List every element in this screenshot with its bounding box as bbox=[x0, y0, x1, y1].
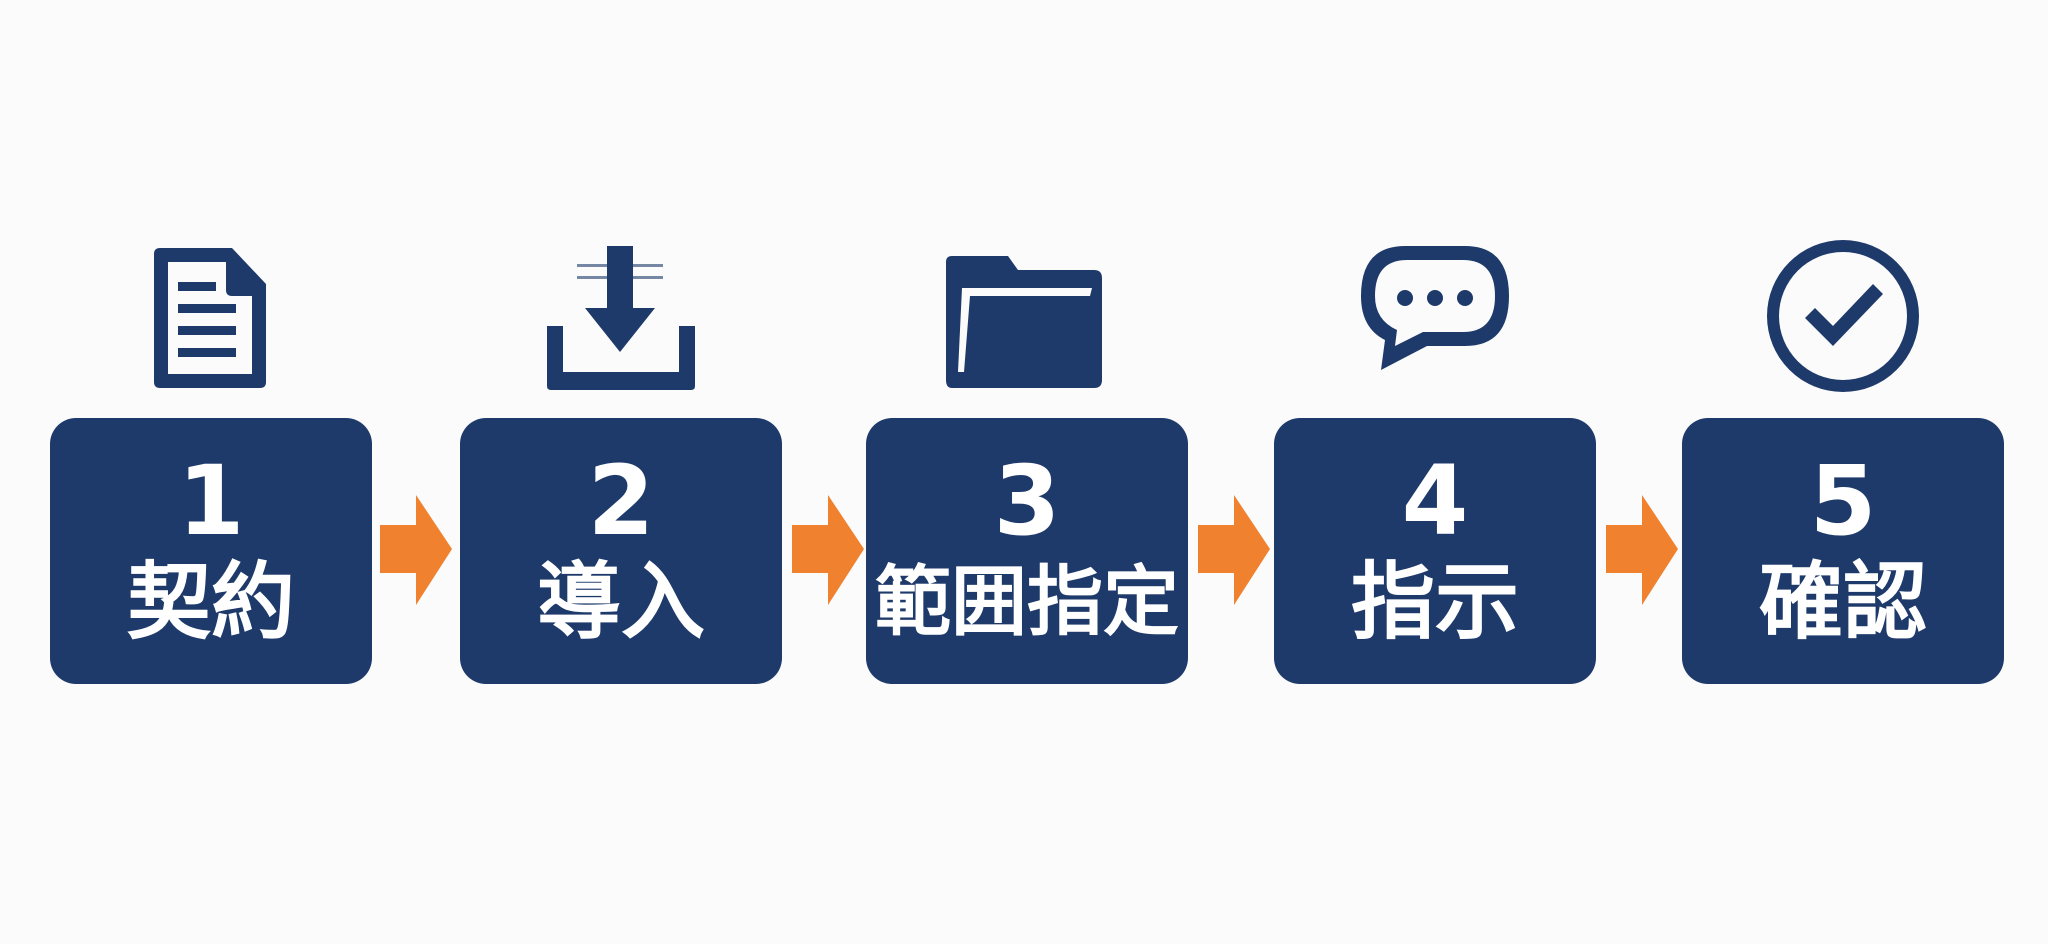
arrow-2-to-3 bbox=[790, 493, 866, 609]
arrow-right-icon bbox=[380, 495, 452, 605]
step-1-box: 1 契約 bbox=[50, 418, 372, 684]
step-2-box: 2 導入 bbox=[460, 418, 782, 684]
step-2-number: 2 bbox=[587, 445, 655, 557]
arrow-4-to-5 bbox=[1604, 493, 1680, 609]
step-5-box: 5 確認 bbox=[1682, 418, 2004, 684]
step-1-icon-area bbox=[50, 240, 372, 396]
step-4-number: 4 bbox=[1401, 445, 1469, 557]
check-circle-icon bbox=[1767, 240, 1919, 392]
document-icon bbox=[154, 248, 266, 388]
step-1-number: 1 bbox=[177, 445, 245, 557]
arrow-1-to-2 bbox=[378, 493, 454, 609]
step-5-label: 確認 bbox=[1758, 553, 1927, 651]
step-5-number: 5 bbox=[1809, 445, 1877, 557]
step-1-label: 契約 bbox=[126, 553, 295, 651]
step-3-box: 3 範囲指定 bbox=[866, 418, 1188, 684]
arrow-right-icon bbox=[1198, 495, 1270, 605]
step-2-label: 導入 bbox=[536, 553, 705, 651]
folder-icon bbox=[946, 256, 1102, 388]
step-4-box: 4 指示 bbox=[1274, 418, 1596, 684]
step-4-label: 指示 bbox=[1350, 553, 1519, 651]
download-icon bbox=[547, 246, 695, 390]
step-3-label: 範囲指定 bbox=[875, 557, 1179, 646]
arrow-right-icon bbox=[1606, 495, 1678, 605]
step-3-number: 3 bbox=[993, 445, 1061, 557]
arrow-3-to-4 bbox=[1196, 493, 1272, 609]
step-5-icon-area bbox=[1682, 240, 2004, 396]
chat-bubble-icon bbox=[1361, 246, 1509, 370]
step-2-icon-area bbox=[460, 240, 782, 396]
step-4-icon-area bbox=[1274, 240, 1596, 396]
arrow-right-icon bbox=[792, 495, 864, 605]
step-3-icon-area bbox=[866, 240, 1188, 396]
